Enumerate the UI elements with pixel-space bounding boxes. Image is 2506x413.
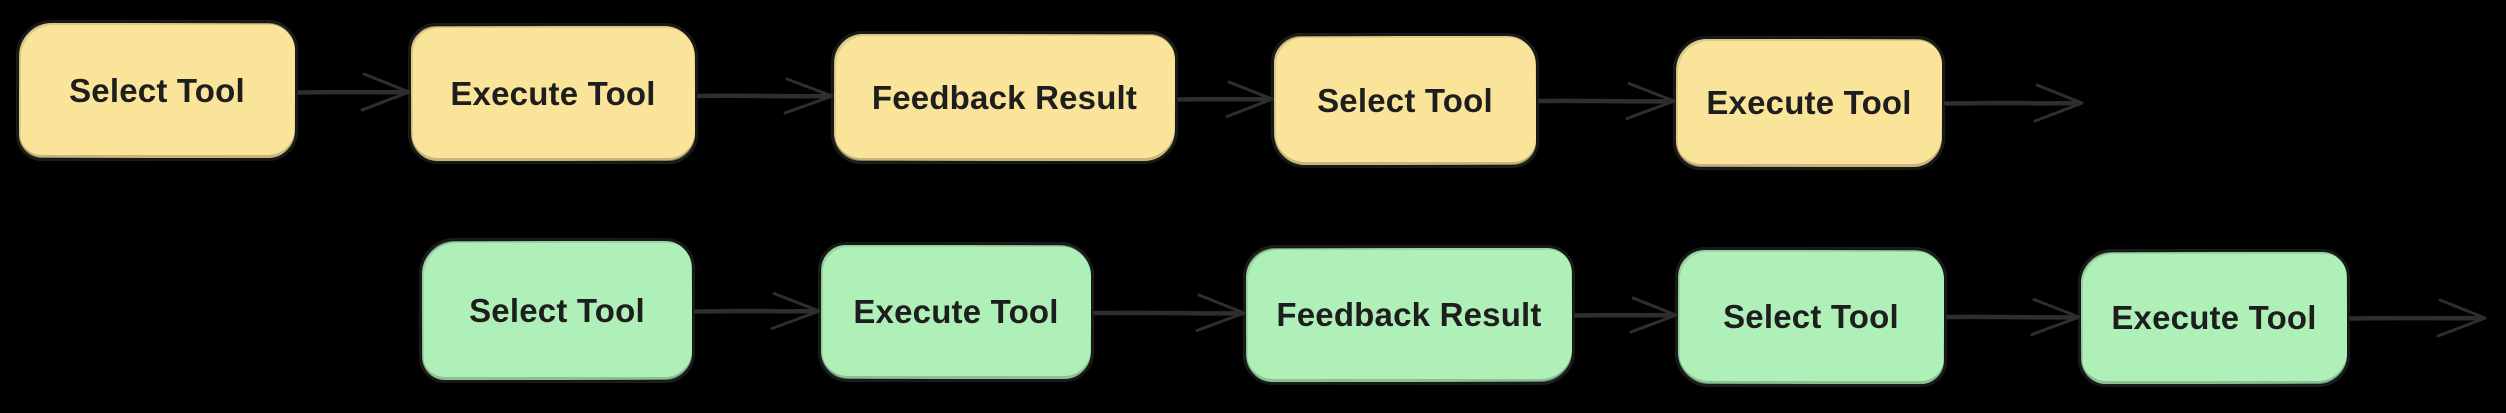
arrow-icon — [1573, 296, 1678, 334]
node-label: Execute Tool — [853, 293, 1059, 330]
node-select-tool: Select Tool — [1675, 247, 1947, 387]
arrow-icon — [1537, 82, 1676, 120]
node-select-tool: Select Tool — [419, 238, 695, 383]
node-execute-tool: Execute Tool — [2078, 249, 2350, 387]
arrow-icon — [696, 77, 834, 115]
node-label: Feedback Result — [1276, 296, 1542, 333]
arrow-icon — [2348, 298, 2487, 338]
node-execute-tool: Execute Tool — [818, 242, 1094, 382]
node-label: Feedback Result — [871, 78, 1138, 116]
node-label: Execute Tool — [2111, 299, 2317, 336]
node-label: Select Tool — [1723, 298, 1899, 335]
arrow-icon — [296, 72, 411, 112]
node-select-tool: Select Tool — [1271, 33, 1539, 168]
node-feedback-result: Feedback Result — [831, 31, 1178, 164]
node-execute-tool: Execute Tool — [408, 23, 698, 164]
node-label: Select Tool — [1317, 81, 1493, 119]
node-select-tool: Select Tool — [16, 20, 298, 161]
arrow-icon — [693, 292, 821, 330]
arrow-icon — [1945, 298, 2081, 336]
node-label: Select Tool — [69, 71, 245, 109]
node-label: Select Tool — [469, 291, 645, 329]
node-label: Execute Tool — [450, 74, 656, 112]
node-execute-tool: Execute Tool — [1673, 36, 1945, 170]
arrow-icon — [1176, 80, 1274, 118]
node-label: Execute Tool — [1706, 84, 1912, 121]
arrow-icon — [1092, 293, 1246, 332]
arrow-icon — [1943, 83, 2084, 123]
node-feedback-result: Feedback Result — [1243, 245, 1575, 385]
